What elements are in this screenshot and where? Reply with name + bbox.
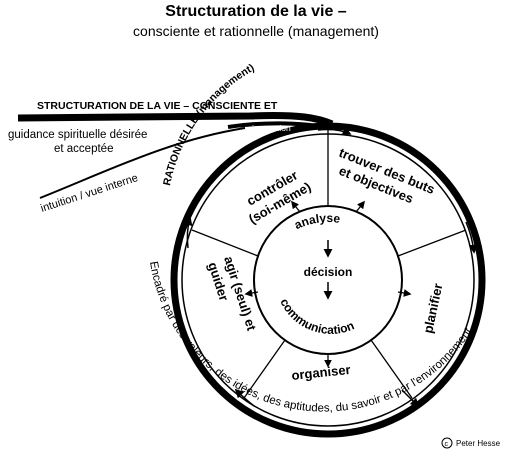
copyright-author: Peter Hesse	[456, 439, 501, 448]
copyright-c: c	[445, 441, 449, 448]
ring-arrow-bottom-left	[234, 388, 255, 407]
intuition-curve	[39, 127, 246, 199]
divider-right	[397, 229, 467, 257]
ring-arrow-left	[183, 216, 193, 249]
guidance-line-2: et acceptée	[54, 143, 113, 155]
ring-arrow-right	[465, 221, 478, 254]
divider-bottom-right	[370, 339, 413, 399]
ring-arrow-top	[317, 126, 352, 135]
copyright-icon	[441, 437, 453, 449]
divider-bottom-left	[243, 339, 286, 399]
link-arrow-left	[244, 289, 259, 297]
center-decision: décision	[304, 265, 353, 279]
link-arrow-right	[397, 289, 412, 297]
segment-planifier: planifier	[420, 282, 445, 335]
title-line-2: consciente et rationnelle (management)	[133, 23, 379, 39]
segment-organiser: organiser	[291, 362, 351, 383]
outer-ring	[170, 122, 486, 438]
link-arrow-top	[291, 200, 301, 213]
arc-label-top-left: STRUCTURATION DE LA VIE – CONSCIENTE ET	[37, 100, 278, 112]
divider-left	[191, 229, 259, 257]
outer-band	[17, 111, 334, 128]
diagram-title: Structuration de la vie – consciente et …	[0, 2, 512, 40]
innovation-label: innovation	[252, 123, 291, 133]
title-line-1: Structuration de la vie –	[165, 3, 347, 20]
guidance-line-1: guidance spirituelle désirée	[8, 129, 147, 141]
link-arrow-top-right	[355, 200, 365, 213]
ring-arrow-bottom-right	[401, 389, 420, 408]
